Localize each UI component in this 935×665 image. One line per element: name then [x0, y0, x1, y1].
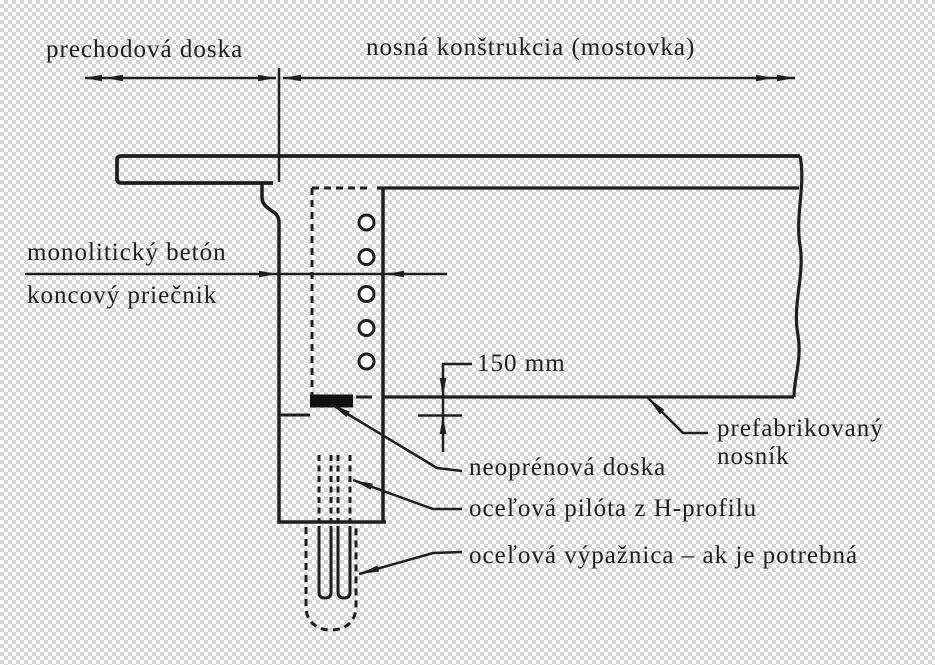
arrow-icon: [648, 398, 665, 415]
neoprene-pad: [310, 394, 353, 408]
label-steel-casing: oceľová výpažnica – ak je potrebná: [469, 542, 859, 569]
arrow-icon: [258, 74, 276, 82]
abutment-wall: [260, 184, 386, 524]
arrow-icon: [359, 565, 380, 574]
leader-casing: [358, 550, 463, 576]
label-prefab-girder: prefabrikovaný nosník: [717, 415, 884, 471]
dim-150-leader: [441, 362, 472, 452]
h-pile-hidden: [317, 455, 352, 521]
dowel-circle: [357, 285, 376, 303]
dimension-150mm: [418, 362, 472, 452]
dowel-circle: [357, 352, 376, 371]
arrow-icon: [439, 378, 447, 397]
dim-arrowheads-top: [84, 74, 795, 82]
leader-pile: [352, 478, 462, 511]
pile-channel-right: [336, 526, 352, 600]
steel-casing-outline: [304, 527, 358, 632]
hidden-joint-lines: [310, 186, 372, 395]
label-transition-slab: prechodová doska: [46, 36, 244, 63]
label-steel-pile: oceľová pilóta z H-profilu: [469, 495, 758, 522]
label-deck-structure: nosná konštrukcia (mostovka): [366, 34, 696, 61]
arrow-icon: [386, 270, 404, 278]
transition-slab-outline: [115, 154, 800, 185]
prefab-girder: [383, 155, 804, 399]
deck-and-transition-slab: [115, 154, 800, 190]
leader-arrowheads: [331, 398, 665, 574]
dowel-circle: [357, 213, 376, 232]
label-prefab-girder-line2: nosník: [717, 443, 790, 470]
arrow-icon: [756, 74, 774, 82]
dimension-crossbeam: [25, 270, 447, 278]
arrow-icon: [259, 270, 277, 278]
dimension-top: [84, 68, 795, 182]
pile-channel-left: [317, 526, 333, 600]
leader-neoprene: [330, 402, 463, 473]
label-150mm: 150 mm: [477, 350, 566, 377]
h-pile-exposed: [317, 526, 352, 600]
arrow-icon: [283, 74, 301, 82]
arrow-icon: [105, 74, 123, 82]
arrow-icon: [439, 416, 447, 434]
dowel-bars: [357, 213, 376, 371]
wall-front-face: [260, 184, 386, 524]
label-end-crossbeam: koncový priečnik: [27, 282, 218, 309]
break-line: [792, 155, 804, 398]
arrow-icon: [777, 74, 795, 82]
label-neoprene-pad: neoprénová doska: [469, 454, 667, 481]
arrow-icon: [84, 74, 102, 82]
arrow-icon: [331, 404, 350, 418]
label-monolithic-concrete: monolitický betón: [27, 239, 227, 266]
label-prefab-girder-line1: prefabrikovaný: [717, 415, 884, 442]
dowel-circle: [357, 319, 376, 337]
dowel-circle: [357, 248, 376, 266]
arrow-icon: [353, 480, 373, 490]
leader-girder: [647, 397, 708, 435]
